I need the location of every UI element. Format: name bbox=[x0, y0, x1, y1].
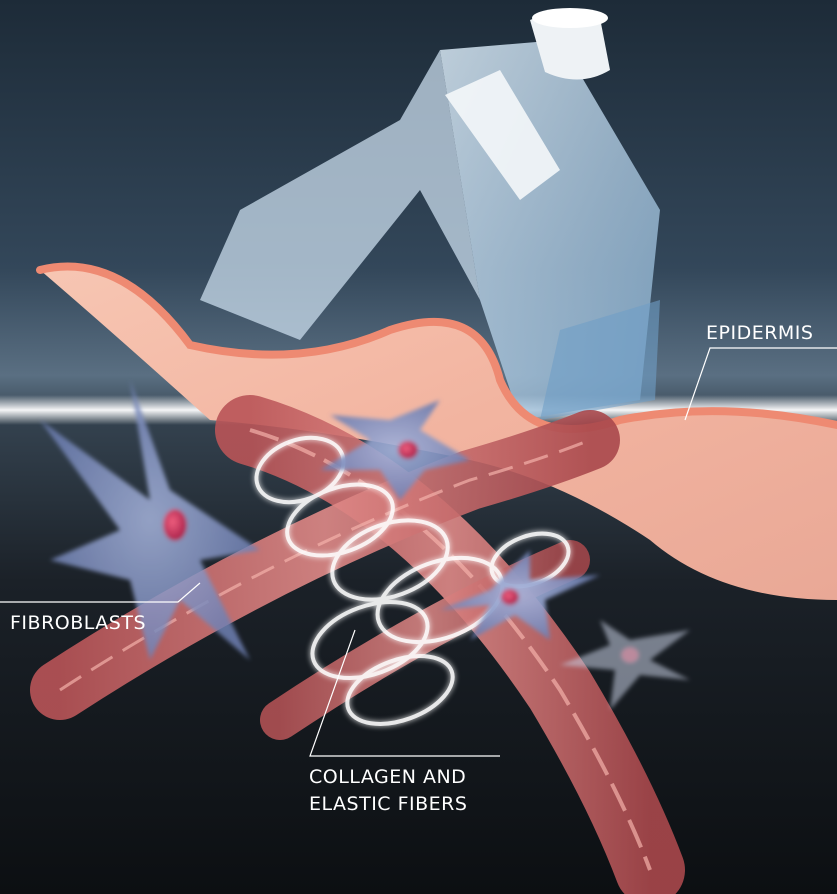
collagen-label-line-1: COLLAGEN AND bbox=[309, 764, 467, 791]
collagen-elastic-fibers-label: COLLAGEN AND ELASTIC FIBERS bbox=[309, 764, 467, 818]
epidermis-label: EPIDERMIS bbox=[706, 320, 813, 347]
collagen-label-line-2: ELASTIC FIBERS bbox=[309, 791, 467, 818]
fibroblasts-label: FIBROBLASTS bbox=[10, 610, 146, 637]
